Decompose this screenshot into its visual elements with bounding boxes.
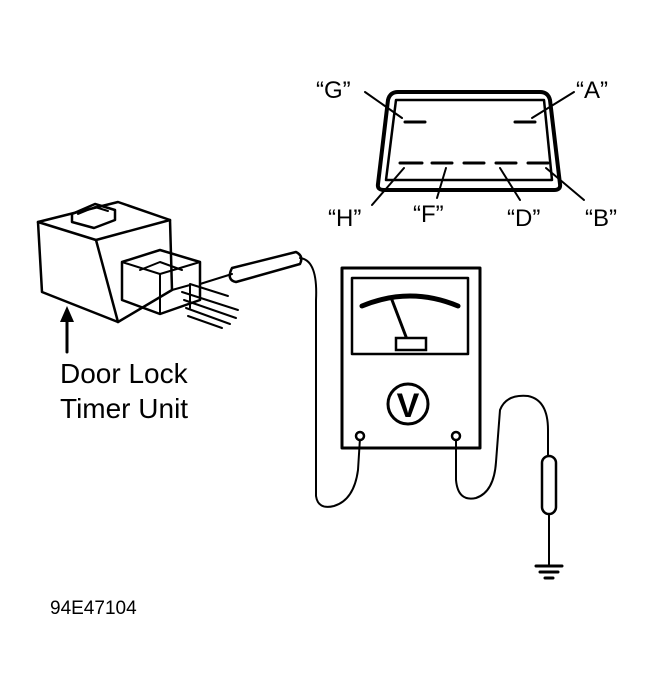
ground-probe (540, 454, 558, 567)
probe-lead-right (455, 394, 549, 500)
pin-label-g: “G” (316, 77, 351, 104)
probe-icon (199, 250, 303, 285)
pin-leader-lines (364, 91, 585, 206)
figure-code: 94E47104 (50, 598, 137, 619)
pin-label-h: “H” (328, 205, 361, 232)
ground-icon (534, 564, 564, 580)
timer-unit-icon (36, 200, 239, 329)
connector-icon (375, 90, 563, 192)
timer-unit-label-line1: Door Lock (60, 358, 189, 389)
timer-unit-label-line2: Timer Unit (60, 393, 188, 424)
pin-label-f: “F” (413, 201, 444, 228)
meter-symbol: V (397, 387, 420, 425)
pin-label-a: “A” (576, 77, 608, 104)
probe-lead-left (299, 257, 361, 508)
pin-label-d: “D” (507, 205, 540, 232)
pin-label-b: “B” (585, 205, 617, 232)
arrow-up-icon (60, 306, 74, 354)
